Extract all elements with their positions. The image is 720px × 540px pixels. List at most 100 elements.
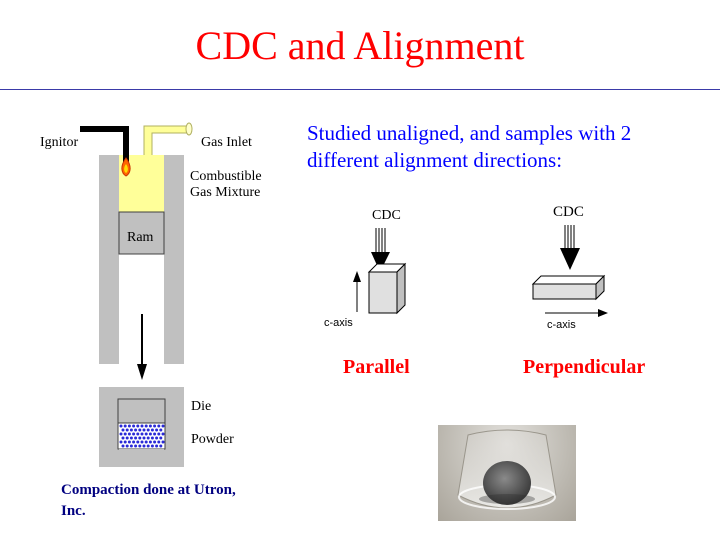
die-base bbox=[119, 449, 164, 467]
perp-crystal-front bbox=[532, 283, 597, 300]
parallel-cdc-arrow-head bbox=[371, 252, 390, 272]
powder-dot bbox=[123, 432, 127, 436]
perp-cdc-arrow-head bbox=[560, 248, 580, 270]
die-label: Die bbox=[191, 399, 212, 414]
parallel-c-axis-arrow-head bbox=[353, 271, 361, 282]
powder-dot bbox=[121, 428, 125, 432]
pellet-photo-art bbox=[457, 429, 557, 510]
powder-dot bbox=[136, 432, 140, 436]
powder-dot bbox=[159, 444, 163, 448]
motion-arrow-head bbox=[137, 364, 147, 380]
powder-dot bbox=[146, 428, 150, 432]
powder-dot bbox=[121, 444, 125, 448]
die-block bbox=[117, 398, 166, 424]
powder-dot bbox=[148, 440, 152, 444]
ram-label: Ram bbox=[127, 230, 154, 245]
powder-dot bbox=[148, 424, 152, 428]
powder-dot bbox=[127, 432, 131, 436]
description-text: Studied unaligned, and samples with 2 di… bbox=[307, 121, 632, 172]
powder-dot bbox=[150, 444, 154, 448]
die-left-wall bbox=[99, 387, 119, 467]
powder-dot bbox=[142, 428, 146, 432]
parallel-caption: Parallel bbox=[343, 356, 410, 378]
powder-dot bbox=[146, 436, 150, 440]
cylinder-right-wall bbox=[164, 155, 184, 364]
powder-dot bbox=[138, 444, 142, 448]
powder-dot bbox=[134, 444, 138, 448]
powder-dot bbox=[142, 436, 146, 440]
gas-inlet-pipe-fill bbox=[144, 125, 187, 155]
powder-dot bbox=[153, 432, 157, 436]
parallel-c-axis-label: c-axis bbox=[324, 317, 353, 329]
powder-dot bbox=[155, 436, 159, 440]
die-top-gap bbox=[119, 387, 164, 399]
parallel-crystal-front bbox=[368, 271, 398, 314]
powder-dot bbox=[155, 444, 159, 448]
flame-core-icon bbox=[124, 164, 128, 173]
powder-dot bbox=[159, 428, 163, 432]
powder-dot bbox=[150, 428, 154, 432]
powder-dot bbox=[119, 424, 123, 428]
powder-dot bbox=[161, 424, 165, 428]
powder-dot bbox=[134, 436, 138, 440]
powder-dot bbox=[119, 440, 123, 444]
pellet-disc bbox=[483, 461, 531, 505]
powder-dot bbox=[132, 432, 136, 436]
powder-dot bbox=[132, 440, 136, 444]
powder-dot bbox=[144, 432, 148, 436]
powder-dot bbox=[146, 444, 150, 448]
powder-dot bbox=[125, 436, 129, 440]
credit-text: Compaction done at Utron, Inc. bbox=[61, 482, 236, 519]
powder-dot bbox=[153, 424, 157, 428]
combustible-label-line1: Combustible bbox=[190, 169, 262, 184]
title-divider bbox=[0, 89, 720, 90]
powder-dot bbox=[132, 424, 136, 428]
powder-dot bbox=[123, 440, 127, 444]
powder-dots bbox=[119, 424, 165, 448]
powder-dot bbox=[136, 440, 140, 444]
powder-dot bbox=[134, 428, 138, 432]
powder-label: Powder bbox=[191, 432, 234, 447]
ignitor-label: Ignitor bbox=[40, 135, 79, 150]
perp-caption: Perpendicular bbox=[523, 356, 646, 378]
combustible-label-line2: Gas Mixture bbox=[190, 185, 261, 200]
perp-crystal-top bbox=[531, 275, 606, 285]
powder-dot bbox=[159, 436, 163, 440]
ignitor-rod bbox=[80, 126, 129, 164]
powder-dot bbox=[129, 428, 133, 432]
powder-dot bbox=[127, 440, 131, 444]
cylinder-left-wall bbox=[99, 155, 119, 364]
powder-dot bbox=[144, 440, 148, 444]
powder-dot bbox=[129, 444, 133, 448]
powder-dot bbox=[138, 428, 142, 432]
die-right-wall bbox=[164, 387, 184, 467]
powder-dot bbox=[138, 436, 142, 440]
powder-dot bbox=[142, 444, 146, 448]
powder-dot bbox=[125, 428, 129, 432]
parallel-cdc-label: CDC bbox=[372, 208, 401, 223]
powder-dot bbox=[161, 440, 165, 444]
perp-c-axis-label: c-axis bbox=[547, 319, 576, 331]
slide-title: CDC and Alignment bbox=[195, 23, 525, 68]
perp-c-axis-arrow-head bbox=[598, 309, 608, 317]
powder-dot bbox=[127, 424, 131, 428]
powder-dot bbox=[140, 440, 144, 444]
powder-dot bbox=[119, 432, 123, 436]
powder-dot bbox=[123, 424, 127, 428]
parallel-crystal-side bbox=[396, 262, 406, 315]
powder-dot bbox=[148, 432, 152, 436]
gas-inlet-label: Gas Inlet bbox=[201, 135, 252, 150]
powder-dot bbox=[140, 424, 144, 428]
powder-dot bbox=[157, 424, 161, 428]
powder-dot bbox=[121, 436, 125, 440]
powder-dot bbox=[125, 444, 129, 448]
ram-block bbox=[118, 211, 165, 255]
powder-dot bbox=[157, 440, 161, 444]
powder-dot bbox=[144, 424, 148, 428]
powder-dot bbox=[161, 432, 165, 436]
powder-dot bbox=[150, 436, 154, 440]
powder-dot bbox=[140, 432, 144, 436]
powder-dot bbox=[157, 432, 161, 436]
powder-dot bbox=[155, 428, 159, 432]
